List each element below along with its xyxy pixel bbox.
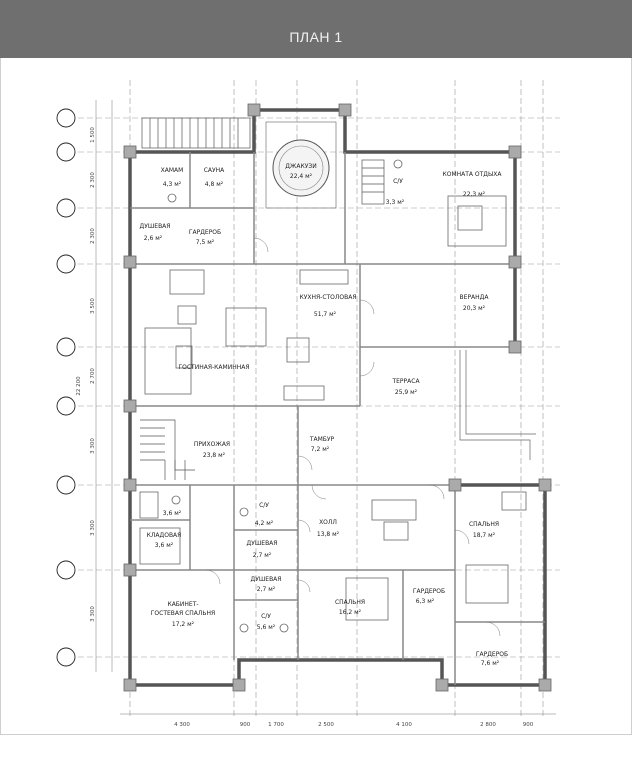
room-area-wardrobe-low: 7,6 м² (481, 660, 500, 667)
dim-label: 2 800 (480, 722, 496, 728)
dim-label: 4 100 (396, 722, 412, 728)
dim-label: 3 500 (90, 298, 96, 314)
room-name-shower-low: ДУШЕВАЯ (251, 576, 282, 583)
room-area-sauna: 4,8 м² (205, 181, 224, 188)
room-area-wardrobe-top: 7,5 м² (196, 239, 215, 246)
room-area-shower-top: 2,6 м² (144, 235, 163, 242)
room-name-hallway: ПРИХОЖАЯ (194, 441, 230, 448)
room-name-bedroom-mid: СПАЛЬНЯ (335, 599, 365, 606)
room-area-hall: 13,8 м² (317, 531, 340, 538)
room-area-jacuzzi: 22,4 м² (290, 173, 313, 180)
dim-label: 2 300 (90, 172, 96, 188)
room-name-shower-top: ДУШЕВАЯ (140, 223, 171, 230)
room-area-bedroom-mid: 16,2 м² (339, 609, 362, 616)
stairs-wc (361, 159, 385, 205)
room-name-wc-mid: С/У (259, 502, 269, 509)
room-area-bedroom-right: 18,7 м² (473, 532, 496, 539)
room-name-veranda: ВЕРАНДА (460, 294, 490, 301)
dim-label: 4 300 (174, 722, 190, 728)
room-name-wardrobe-mid: ГАРДЕРОБ (413, 588, 445, 595)
dim-label: 1 700 (268, 722, 284, 728)
room-name-wardrobe-top: ГАРДЕРОБ (189, 229, 221, 236)
dim-label: 900 (240, 722, 251, 728)
left-dimension-chain (95, 100, 113, 672)
jacuzzi-tub (265, 121, 337, 209)
room-name-bedroom-right: СПАЛЬНЯ (469, 521, 499, 528)
room-area-shower-low: 2,7 м² (257, 586, 276, 593)
room-area-hamam: 4,3 м² (163, 181, 182, 188)
room-area-wc-low: 5,6 м² (257, 624, 276, 631)
room-name-living: ГОСТИНАЯ-КАМИННАЯ (178, 364, 249, 371)
room-area-vestibule: 7,2 м² (311, 446, 330, 453)
room-area-shower-mid: 2,7 м² (253, 552, 272, 559)
room-area-wc-mid: 4,2 м² (255, 520, 274, 527)
room-labels: ХАМАМ 4,3 м² САУНА 4,8 м² ДЖАКУЗИ 22,4 м… (140, 163, 509, 667)
dim-total-label: 22 200 (76, 376, 82, 396)
stairs-top (141, 117, 251, 149)
dim-label: 3 300 (90, 606, 96, 622)
plan-header: ПЛАН 1 (0, 0, 632, 58)
room-area-veranda: 20,3 м² (463, 305, 486, 312)
room-name-wc-low: С/У (261, 613, 271, 620)
room-name-terrace: ТЕРРАСА (391, 378, 420, 385)
room-area-terrace: 25,9 м² (395, 389, 418, 396)
dim-label: 3 300 (90, 438, 96, 454)
dim-label: 2 300 (90, 228, 96, 244)
furniture (139, 159, 527, 633)
room-name-shower-mid: ДУШЕВАЯ (247, 540, 278, 547)
room-area-hallway: 23,8 м² (203, 452, 226, 459)
room-name-study: КАБИНЕТ- (167, 601, 198, 608)
interior-walls (130, 152, 545, 685)
room-name-jacuzzi: ДЖАКУЗИ (285, 163, 317, 170)
dim-label: 1 500 (90, 127, 96, 143)
room-name-kitchen: КУХНЯ-СТОЛОВАЯ (299, 294, 356, 301)
bottom-dimension-labels: 4 300 900 1 700 2 500 4 100 2 800 900 (174, 722, 534, 728)
room-name-sauna: САУНА (204, 167, 225, 174)
room-name-wc-top: С/У (393, 178, 403, 185)
wall-pillars (123, 103, 552, 692)
room-name-lounge: КОМНАТА ОТДЫХА (442, 171, 502, 178)
room-name-vestibule: ТАМБУР (309, 436, 335, 443)
room-area-kitchen: 51,7 м² (314, 311, 337, 318)
left-dimension-labels: 1 500 2 300 2 300 3 500 2 700 3 300 3 30… (76, 127, 96, 622)
room-area-study: 17,2 м² (172, 621, 195, 628)
room-name-wardrobe-low: ГАРДЕРОБ (476, 651, 508, 658)
dim-label: 900 (523, 722, 534, 728)
room-name-study-line2: ГОСТЕВАЯ СПАЛЬНЯ (151, 610, 215, 617)
plan-title: ПЛАН 1 (289, 29, 343, 45)
room-name-hall: ХОЛЛ (319, 519, 337, 526)
room-name-hamam: ХАМАМ (161, 167, 184, 174)
door-swings (205, 237, 501, 637)
room-name-pantry: КЛАДОВАЯ (147, 532, 182, 539)
room-area-wc-left: 3,6 м² (163, 510, 182, 517)
dim-label: 3 300 (90, 520, 96, 536)
dim-label: 2 700 (90, 368, 96, 384)
stairs-hallway (140, 419, 195, 480)
room-area-lounge: 22,3 м² (463, 191, 486, 198)
room-area-pantry: 3,6 м² (155, 542, 174, 549)
room-area-wc-top: 3,3 м² (386, 199, 405, 206)
axis-markers (56, 108, 76, 667)
dim-label: 2 500 (318, 722, 334, 728)
room-area-wardrobe-mid: 6,3 м² (416, 598, 435, 605)
terrace-railing (459, 350, 536, 460)
